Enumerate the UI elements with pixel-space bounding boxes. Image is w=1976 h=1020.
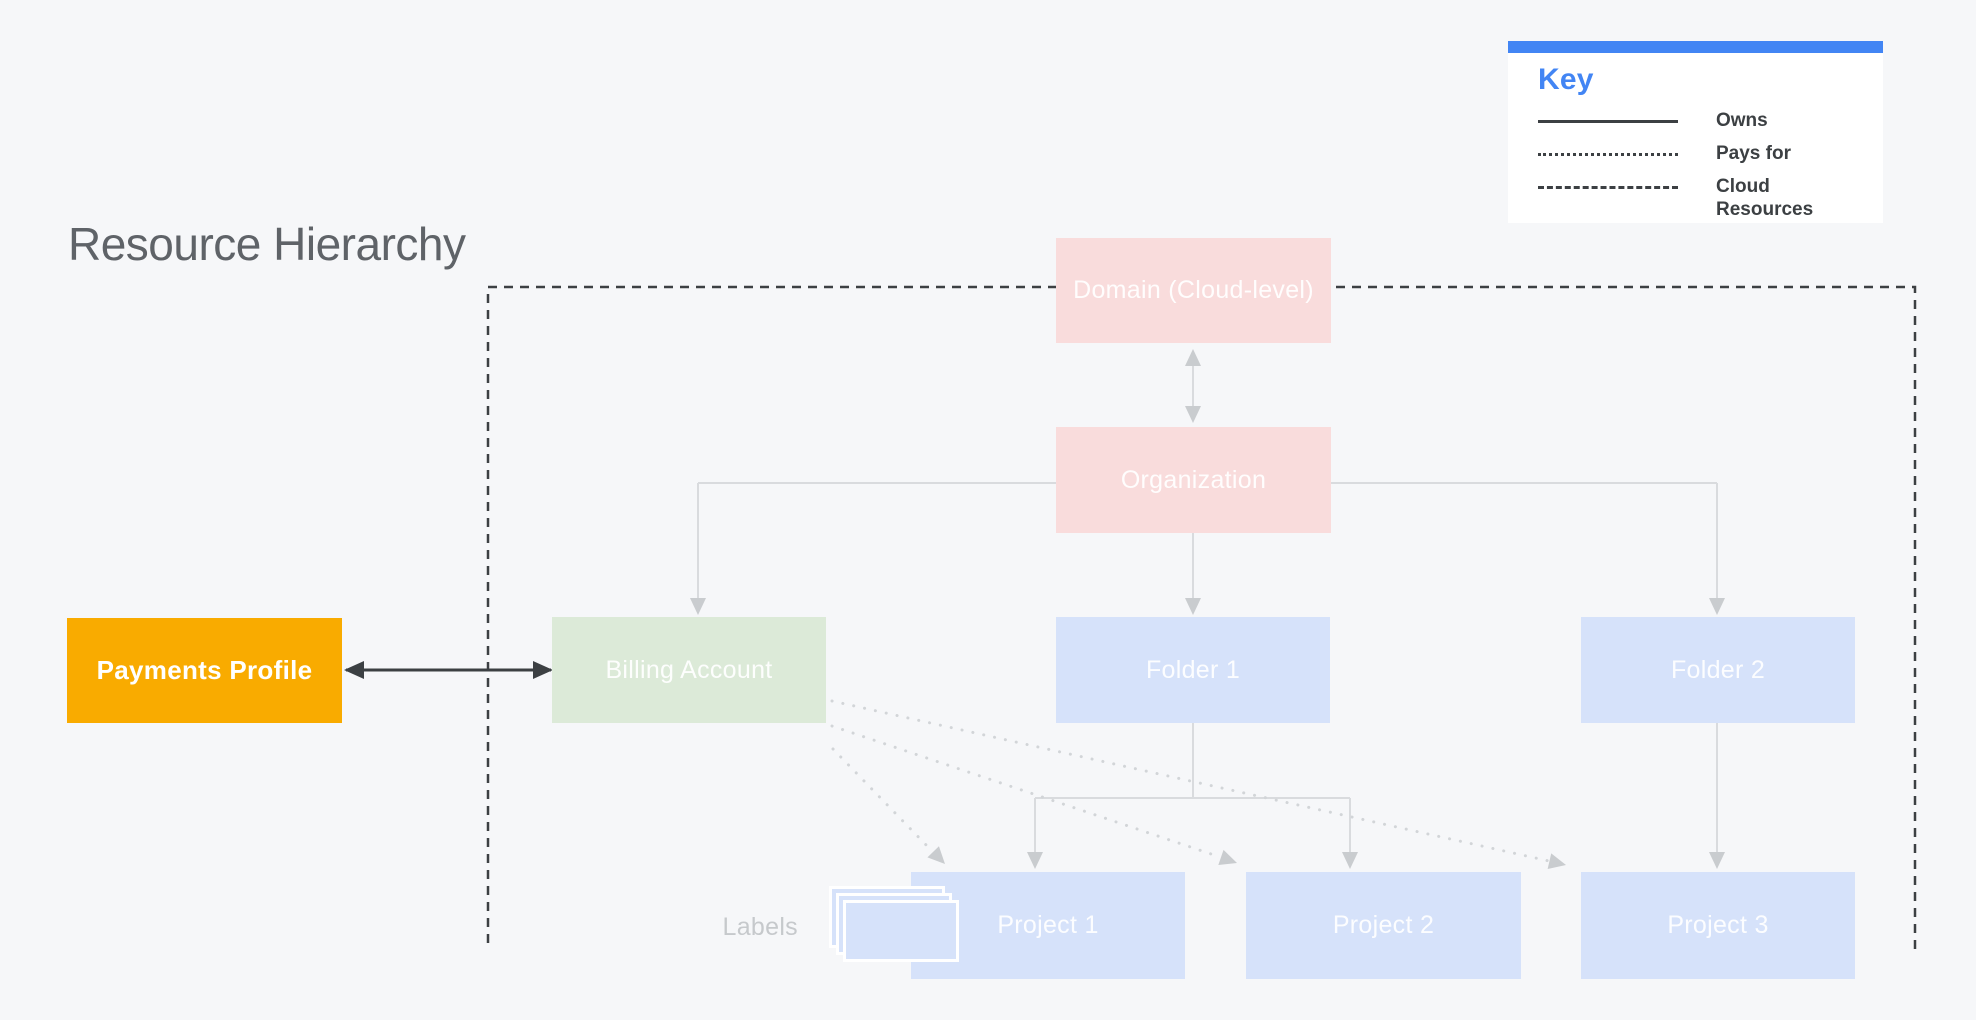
legend-row-owns: Owns — [1538, 110, 1846, 133]
label-card-front — [843, 900, 959, 962]
node-billing-account-label: Billing Account — [605, 655, 773, 684]
node-project-3: Project 3 — [1581, 872, 1855, 979]
arrow-icon — [1218, 849, 1237, 866]
node-project-2: Project 2 — [1246, 872, 1521, 979]
node-organization-label: Organization — [1120, 465, 1267, 494]
arrow-down-icon — [1709, 598, 1725, 615]
arrow-icon — [1547, 853, 1566, 869]
legend-row-pays-for: Pays for — [1538, 143, 1846, 166]
arrow-down-icon — [1709, 852, 1725, 869]
arrow-icon — [927, 846, 945, 864]
labels-caption: Labels — [722, 913, 798, 941]
legend-label-owns: Owns — [1716, 110, 1768, 131]
cloud-resources-boundary — [486, 285, 1917, 956]
node-billing-account: Billing Account — [552, 617, 826, 723]
dashed-line-icon — [1538, 186, 1678, 189]
payments-billing-connector — [344, 661, 553, 679]
dotted-line-icon — [1538, 152, 1678, 156]
node-folder-2: Folder 2 — [1581, 617, 1855, 723]
domain-organization-connector — [1185, 349, 1201, 423]
legend-label-cloud-resources: Cloud Resources — [1716, 176, 1814, 220]
node-project-2-label: Project 2 — [1332, 911, 1435, 939]
node-folder-1: Folder 1 — [1056, 617, 1330, 723]
legend-title: Key — [1538, 63, 1594, 96]
legend-accent-bar — [1508, 41, 1883, 53]
page-title: Resource Hierarchy — [68, 217, 466, 270]
solid-line-icon — [1538, 119, 1678, 123]
node-folder-2-label: Folder 2 — [1670, 655, 1766, 684]
folder1-owns-connectors — [1027, 723, 1358, 869]
arrow-down-icon — [1185, 406, 1201, 423]
arrow-down-icon — [1027, 852, 1043, 869]
arrow-down-icon — [1342, 852, 1358, 869]
arrow-right-icon — [533, 661, 553, 679]
node-project-1-label: Project 1 — [997, 911, 1099, 939]
node-domain-label: Domain (Cloud-level) — [1073, 276, 1314, 304]
arrow-down-icon — [1185, 598, 1201, 615]
legend-row-cloud-resources: Cloud Resources — [1538, 176, 1846, 222]
legend-label-pays-for: Pays for — [1716, 143, 1791, 164]
arrow-left-icon — [344, 661, 364, 679]
pays-for-connectors — [830, 699, 1566, 869]
node-folder-1-label: Folder 1 — [1145, 655, 1241, 684]
node-project-3-label: Project 3 — [1667, 911, 1769, 939]
labels-stack-icon — [829, 886, 963, 966]
folder2-owns-connector — [1709, 723, 1725, 869]
arrow-down-icon — [690, 598, 706, 615]
node-payments-profile-label: Payments Profile — [96, 655, 313, 685]
node-domain: Domain (Cloud-level) — [1056, 238, 1331, 343]
node-organization: Organization — [1056, 427, 1331, 533]
arrow-up-icon — [1185, 349, 1201, 366]
node-payments-profile: Payments Profile — [67, 618, 342, 723]
legend-card: Key Owns Pays for Cloud Resources — [1508, 41, 1883, 223]
